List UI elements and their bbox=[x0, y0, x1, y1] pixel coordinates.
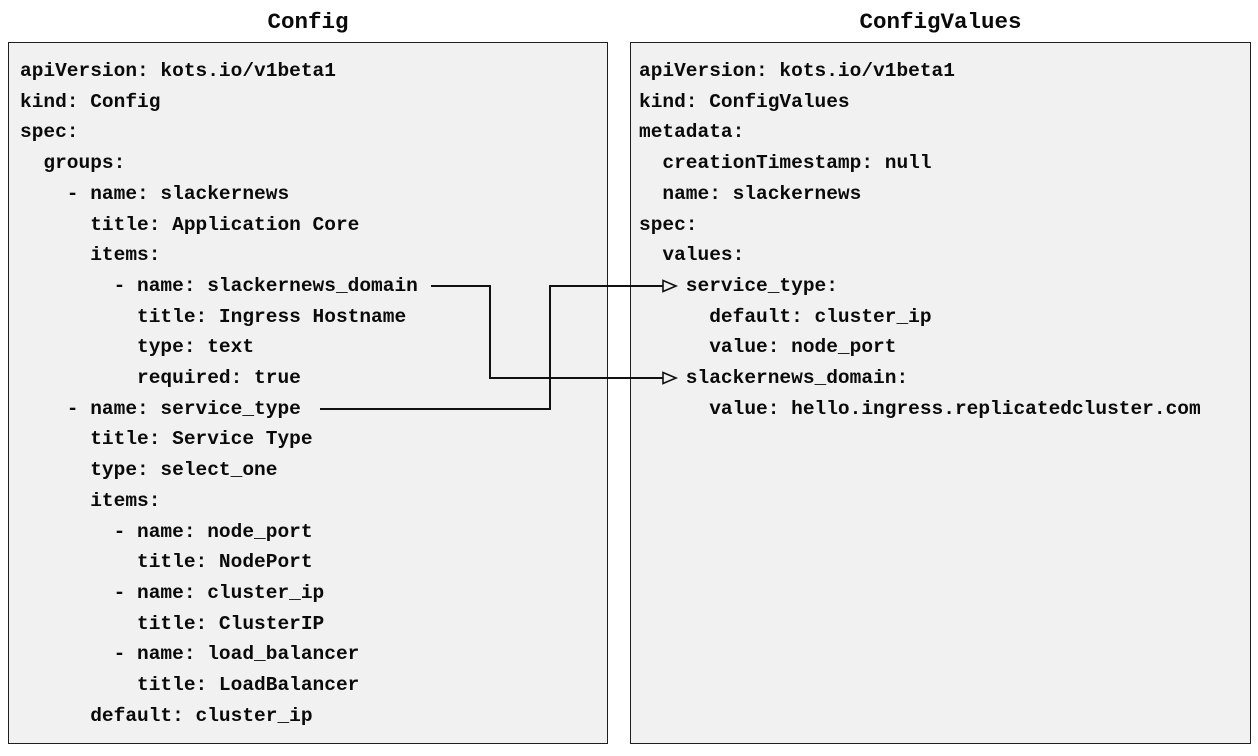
config-panel: apiVersion: kots.io/v1beta1 kind: Config s… bbox=[8, 42, 608, 744]
code-line: required: true bbox=[20, 367, 301, 390]
configvalues-yaml-code: apiVersion: kots.io/v1beta1 kind: ConfigV… bbox=[631, 43, 1250, 424]
code-line: items: bbox=[20, 244, 161, 267]
code-line: title: Service Type bbox=[20, 428, 313, 451]
code-line: - name: node_port bbox=[20, 520, 313, 543]
code-line: groups: bbox=[20, 152, 126, 175]
code-line: kind: Config bbox=[20, 90, 161, 113]
code-line: type: select_one bbox=[20, 459, 278, 482]
code-line: - name: slackernews bbox=[20, 182, 290, 205]
code-line: name: slackernews bbox=[639, 182, 862, 205]
code-line: title: NodePort bbox=[20, 551, 313, 574]
configvalues-panel-title: ConfigValues bbox=[859, 9, 1022, 35]
code-line: title: LoadBalancer bbox=[20, 674, 360, 697]
code-line: slackernews_domain: bbox=[639, 367, 909, 390]
code-line: type: text bbox=[20, 336, 255, 359]
code-line: values: bbox=[639, 244, 745, 267]
code-line: metadata: bbox=[639, 121, 745, 144]
code-line: - name: cluster_ip bbox=[20, 581, 325, 604]
config-yaml-code: apiVersion: kots.io/v1beta1 kind: Config s… bbox=[9, 43, 607, 731]
code-line: value: node_port bbox=[639, 336, 897, 359]
code-line: default: cluster_ip bbox=[20, 704, 313, 727]
code-line: creationTimestamp: null bbox=[639, 152, 932, 175]
code-line: service_type: bbox=[639, 274, 838, 297]
code-line: title: Ingress Hostname bbox=[20, 305, 407, 328]
code-line: value: hello.ingress.replicatedcluster.c… bbox=[639, 397, 1201, 420]
code-line: - name: service_type bbox=[20, 397, 301, 420]
code-line: spec: bbox=[639, 213, 698, 236]
code-line: title: Application Core bbox=[20, 213, 360, 236]
config-panel-title: Config bbox=[267, 9, 349, 35]
code-line: kind: ConfigValues bbox=[639, 90, 850, 113]
code-line: spec: bbox=[20, 121, 79, 144]
code-line: default: cluster_ip bbox=[639, 305, 932, 328]
code-line: items: bbox=[20, 489, 161, 512]
code-line: title: ClusterIP bbox=[20, 612, 325, 635]
configvalues-panel: apiVersion: kots.io/v1beta1 kind: ConfigV… bbox=[630, 42, 1251, 744]
code-line: apiVersion: kots.io/v1beta1 bbox=[639, 60, 955, 82]
code-line: - name: load_balancer bbox=[20, 643, 360, 666]
code-line: apiVersion: kots.io/v1beta1 bbox=[20, 60, 336, 82]
code-line: - name: slackernews_domain bbox=[20, 274, 418, 297]
